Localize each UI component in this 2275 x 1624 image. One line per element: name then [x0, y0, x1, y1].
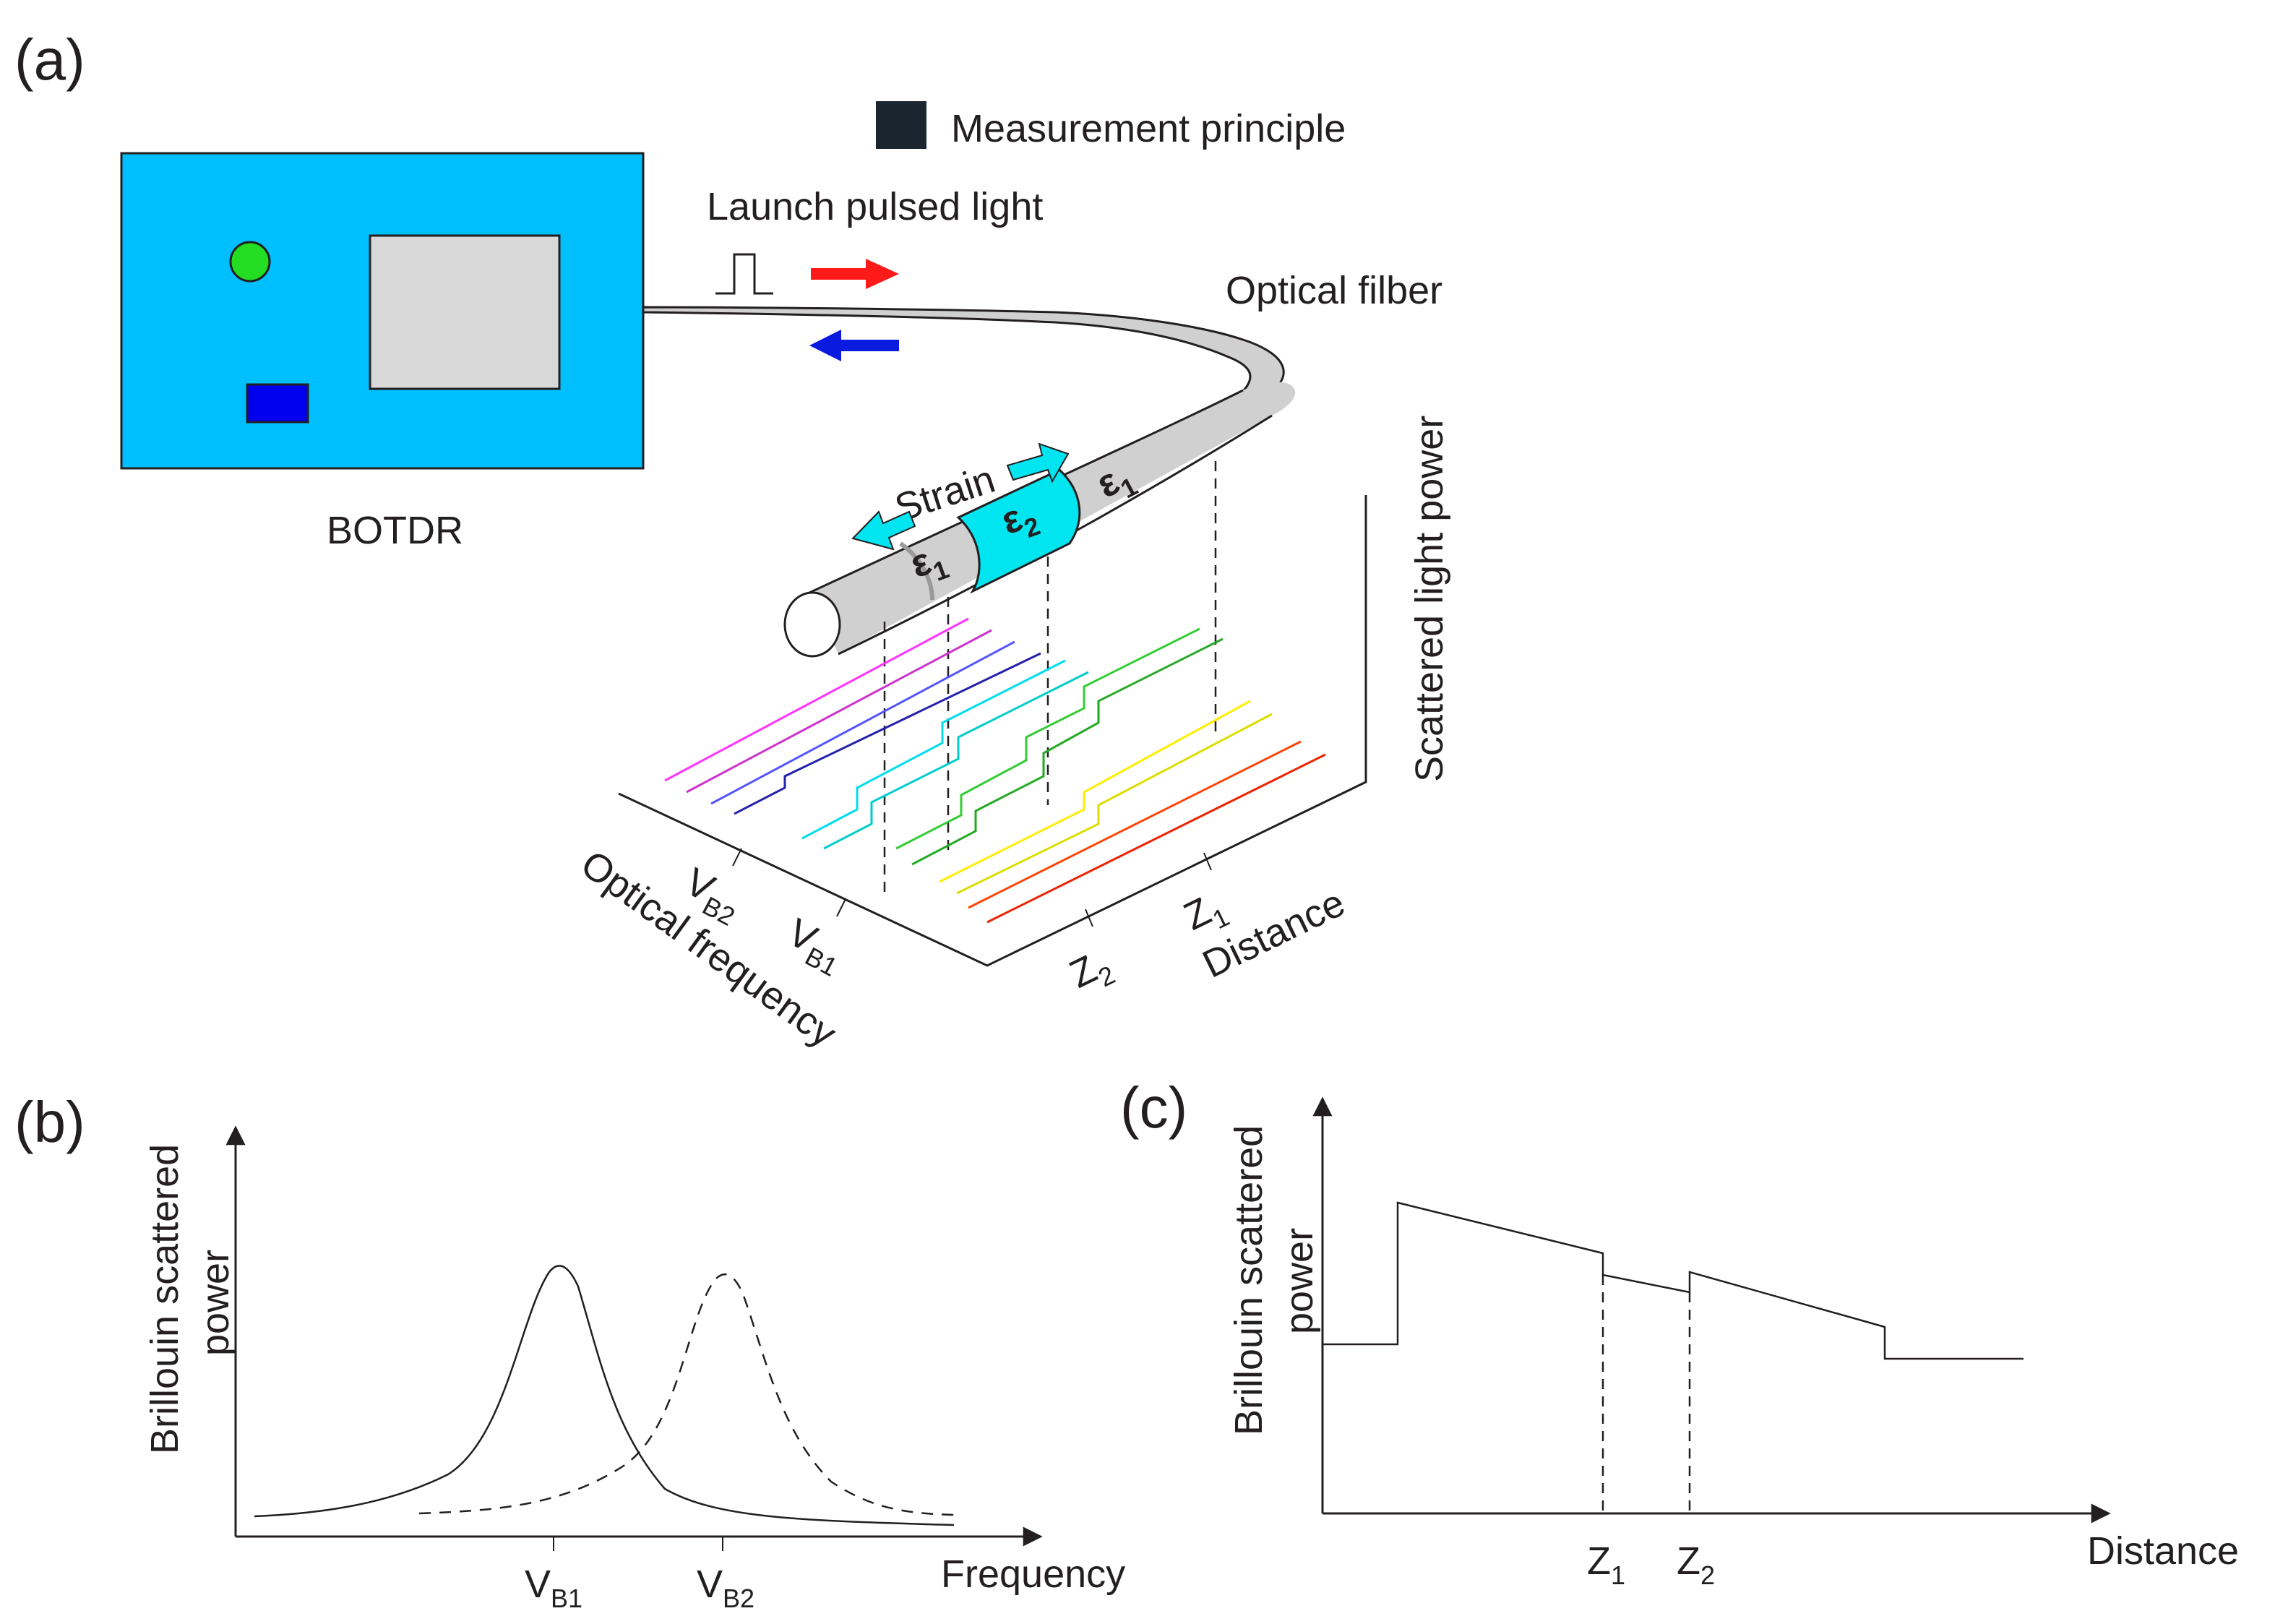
device-button: [246, 383, 309, 424]
forward-light-arrow: [811, 259, 899, 289]
device-indicator-led: [229, 241, 271, 283]
vb1-tick-label: VB1: [525, 1563, 582, 1613]
trace-cyan-1: [801, 659, 1066, 840]
legend-label: Measurement principle: [951, 107, 1346, 150]
trace-red-1: [986, 753, 1326, 924]
panel-c-ylabel-line2: power: [1278, 1228, 1321, 1334]
trace-yellow-1: [939, 700, 1251, 883]
trace-orange-1: [968, 740, 1302, 909]
fiber-end-cap: [783, 591, 841, 658]
legend-swatch: [876, 101, 926, 149]
panel-b-axes: [225, 1125, 1043, 1551]
strained-fiber-segment: [956, 468, 1081, 594]
botdr-device: [120, 152, 645, 470]
strain-arrow-left: [851, 510, 916, 551]
panel-c-axes: [1312, 1096, 2111, 1524]
spectra-traces: [664, 617, 1326, 924]
panel-label-c: (c): [1120, 1075, 1187, 1140]
z2-tick-label: Z2: [1677, 1539, 1715, 1590]
panel-label-b: (b): [14, 1090, 85, 1154]
panel-a-3d-axes: [618, 495, 1367, 967]
trace-magenta-2: [686, 629, 992, 794]
scattered-light-power-label: Scattered light power: [1408, 416, 1451, 782]
brillouin-spectrum-strained: [418, 1273, 955, 1516]
panel-b-ylabel-line2: power: [194, 1250, 237, 1356]
optical-fiber: [642, 306, 1296, 658]
vb1-3d-label: VB1: [778, 911, 853, 982]
trace-magenta-1: [664, 617, 969, 782]
vb2-tick-label: VB2: [697, 1563, 754, 1613]
trace-green-2: [911, 637, 1223, 866]
backscatter-light-arrow: [809, 330, 899, 361]
brillouin-power-vs-distance: [1323, 1201, 2024, 1360]
launch-pulsed-light-label: Launch pulsed light: [707, 185, 1043, 228]
panel-label-a: (a): [14, 27, 85, 92]
trace-cyan-2: [823, 671, 1089, 850]
panel-b-ylabel-line1: Brillouin scattered: [143, 1144, 186, 1454]
trace-blue-2: [734, 652, 1041, 815]
trace-green-1: [895, 627, 1200, 850]
trace-yellow-2: [956, 713, 1273, 895]
device-label: BOTDR: [327, 509, 463, 552]
pulse-icon: [715, 253, 773, 295]
panel-c-xlabel: Distance: [2087, 1529, 2239, 1573]
brillouin-spectrum-unstrained: [254, 1265, 955, 1526]
distance-label: Distance: [1196, 881, 1351, 987]
panel-b-xlabel: Frequency: [941, 1552, 1125, 1596]
trace-blue-1: [710, 640, 1015, 805]
panel-c-ylabel-line1: Brillouin scattered: [1227, 1125, 1270, 1435]
strain-arrow-right: [1006, 442, 1070, 484]
device-screen: [369, 234, 561, 390]
z1-tick-label: Z1: [1587, 1539, 1625, 1590]
z2-3d-label: Z2: [1063, 941, 1119, 1003]
optical-fiber-label: Optical filber: [1226, 269, 1442, 312]
